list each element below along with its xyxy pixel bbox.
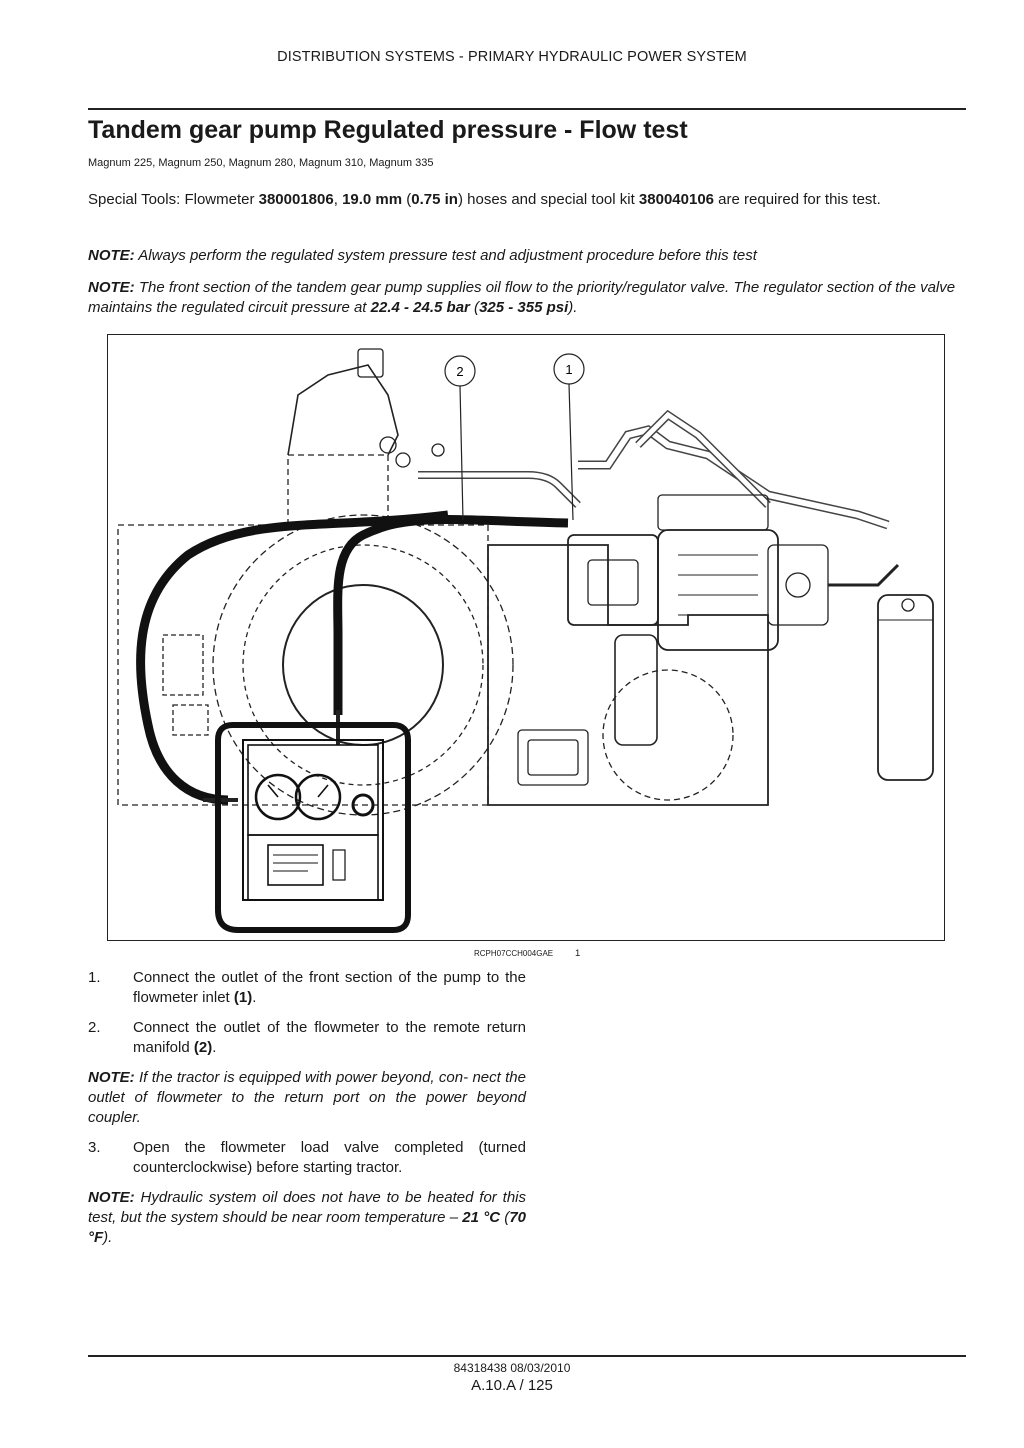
footer-rule <box>88 1355 966 1357</box>
note-front-section: NOTE: The front section of the tandem ge… <box>88 279 956 316</box>
regulated-pressure-bar: 22.4 - 24.5 bar <box>370 299 470 316</box>
figure-code: RCPH07CCH004GAE <box>474 949 554 958</box>
tractor-hydraulic-drawing: 2 1 <box>117 348 934 933</box>
callout-2: 2 <box>456 364 463 379</box>
note-oil-temperature: NOTE: Hydraulic system oil does not have… <box>88 1189 526 1246</box>
hose-size-in: 0.75 in <box>411 191 458 208</box>
regulated-pressure-psi: 325 - 355 psi <box>479 299 569 316</box>
step-3: 3. Open the flowmeter load valve complet… <box>88 1139 526 1176</box>
procedure-steps: 1. Connect the outlet of the front secti… <box>88 968 526 1258</box>
hose-size-mm: 19.0 mm <box>342 191 403 208</box>
flow-test-illustration: 2 1 <box>107 334 945 941</box>
page-number: A.10.A / 125 <box>471 1377 553 1394</box>
step-1: 1. Connect the outlet of the front secti… <box>88 969 526 1006</box>
step-2: 2. Connect the outlet of the flowmeter t… <box>88 1019 526 1056</box>
callout-1: 1 <box>565 362 572 377</box>
note-power-beyond: NOTE: If the tractor is equipped with po… <box>88 1069 526 1126</box>
applicable-models: Magnum 225, Magnum 250, Magnum 280, Magn… <box>88 157 434 169</box>
kit-part-number: 380040106 <box>638 191 715 208</box>
page-title: Tandem gear pump Regulated pressure - Fl… <box>88 116 688 144</box>
header-rule <box>88 108 966 110</box>
flowmeter-part-number: 380001806 <box>258 191 334 208</box>
document-code: 84318438 08/03/2010 <box>453 1361 571 1375</box>
running-header: DISTRIBUTION SYSTEMS - PRIMARY HYDRAULIC… <box>277 49 747 65</box>
figure-number: 1 <box>575 948 581 959</box>
special-tools-paragraph: Special Tools: Flowmeter 380001806, 19.0… <box>88 191 881 208</box>
temperature-f: 70 °F <box>88 1209 526 1246</box>
temperature-c: 21 °C <box>462 1209 501 1226</box>
note-regulated-pressure-first: NOTE: Always perform the regulated syste… <box>88 247 757 264</box>
